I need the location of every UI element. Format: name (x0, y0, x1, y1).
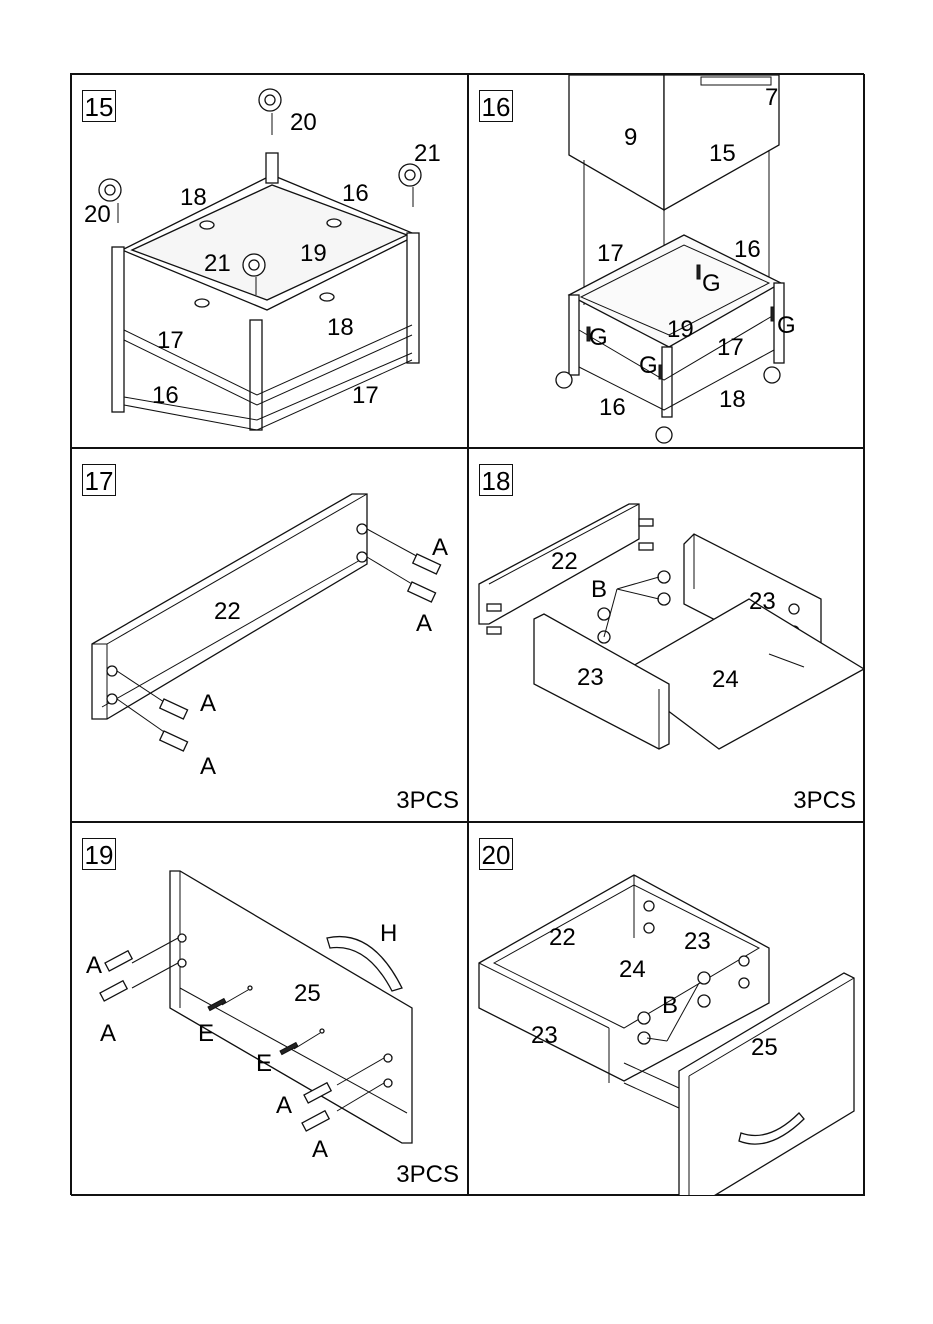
drawer-box-assembly-drawing: 22 B 23 23 24 (469, 449, 865, 822)
part-label: E (256, 1050, 272, 1077)
cam-lock-icon (658, 593, 670, 605)
screw-icon (697, 265, 700, 279)
part-label: H (380, 920, 397, 947)
part-label: A (100, 1020, 116, 1047)
part-label: G (589, 324, 608, 351)
step-16-panel: 16 7 9 (468, 74, 865, 448)
caster-icon (764, 367, 780, 383)
part-label: 17 (597, 240, 624, 267)
part-label: 21 (414, 140, 441, 167)
assembly-instructions-sheet: 15 (70, 73, 864, 1195)
part-label: 18 (180, 184, 207, 211)
step-number: 19 (82, 838, 116, 870)
cam-lock-icon (698, 995, 710, 1007)
caster-icon (556, 372, 572, 388)
cam-lock-icon (698, 972, 710, 984)
part-label: A (200, 753, 216, 780)
cam-lock-icon (638, 1012, 650, 1024)
part-label: A (432, 534, 448, 561)
part-label: 22 (214, 598, 241, 625)
cam-lock-icon (658, 571, 670, 583)
part-label: G (777, 312, 796, 339)
part-label: A (416, 610, 432, 637)
drawer-front-attach-drawing: 22 23 24 B 23 25 (469, 823, 865, 1196)
part-label: 23 (531, 1022, 558, 1049)
part-label: 24 (619, 956, 646, 983)
part-label: G (639, 352, 658, 379)
part-label: 19 (667, 316, 694, 343)
step-number: 20 (479, 838, 513, 870)
screw-icon (659, 365, 662, 379)
part-label: 20 (290, 109, 317, 136)
part-label: G (702, 270, 721, 297)
part-label: 9 (624, 124, 637, 151)
step-17-panel: 17 22 (71, 448, 468, 822)
part-label: 7 (765, 84, 778, 111)
cam-lock-icon (598, 608, 610, 620)
part-label: 16 (734, 236, 761, 263)
part-label: 17 (717, 334, 744, 361)
part-label: 15 (709, 140, 736, 167)
part-label: 22 (549, 924, 576, 951)
step-number: 18 (479, 464, 513, 496)
step-number: 16 (479, 90, 513, 122)
screw-icon (771, 307, 774, 321)
cam-bolt-icon (105, 938, 178, 971)
cam-bolt-icon (367, 529, 441, 574)
part-label: A (276, 1092, 292, 1119)
part-label: 23 (577, 664, 604, 691)
part-label: A (86, 952, 102, 979)
part-label: A (200, 690, 216, 717)
step-18-panel: 18 22 B (468, 448, 865, 822)
part-label: 17 (157, 327, 184, 354)
part-label: B (662, 992, 678, 1019)
part-label: 18 (719, 386, 746, 413)
part-label: A (312, 1136, 328, 1163)
quantity-label: 3PCS (793, 787, 856, 815)
step-number: 15 (82, 90, 116, 122)
drawer-front-fittings-drawing: H A 25 A E E A A (72, 823, 468, 1196)
part-label: 24 (712, 666, 739, 693)
part-label: 16 (342, 180, 369, 207)
part-label: 20 (84, 201, 111, 228)
part-label: 16 (152, 382, 179, 409)
step-number: 17 (82, 464, 116, 496)
caster-icon (259, 89, 281, 135)
part-label: 16 (599, 394, 626, 421)
quantity-label: 3PCS (396, 1161, 459, 1189)
caster-icon (399, 164, 421, 207)
part-label: 23 (749, 588, 776, 615)
part-label: 21 (204, 250, 231, 277)
part-label: 22 (551, 548, 578, 575)
quantity-label: 3PCS (396, 787, 459, 815)
part-label: 18 (327, 314, 354, 341)
base-frame-assembly-drawing: 20 21 18 16 20 21 19 17 18 16 17 (72, 75, 468, 448)
caster-icon (656, 427, 672, 443)
step-20-panel: 20 22 23 24 B 23 (468, 822, 865, 1196)
step-15-panel: 15 (71, 74, 468, 448)
part-label: 25 (294, 980, 321, 1007)
part-label: 19 (300, 240, 327, 267)
part-label: 25 (751, 1034, 778, 1061)
cabinet-on-base-drawing: 7 9 15 17 16 G 19 G G 17 G 16 18 (469, 75, 865, 448)
drawer-back-cam-bolts-drawing: 22 A A A A (72, 449, 468, 822)
part-label: E (198, 1020, 214, 1047)
part-label: B (591, 576, 607, 603)
step-19-panel: 19 (71, 822, 468, 1196)
part-label: 23 (684, 928, 711, 955)
part-label: 17 (352, 382, 379, 409)
